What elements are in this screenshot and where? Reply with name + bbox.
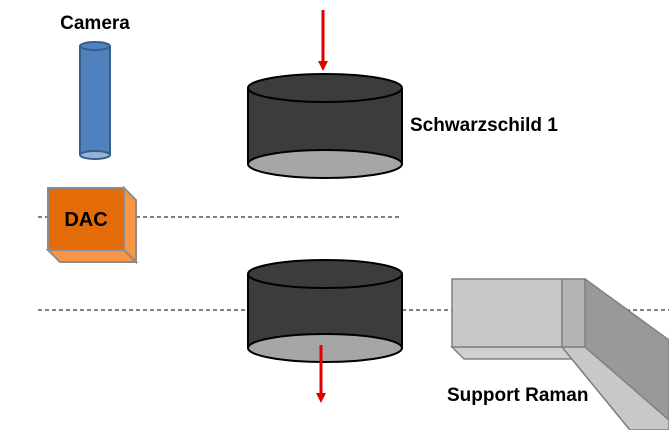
dac-front-face <box>47 187 125 251</box>
upper-lens-top <box>247 73 403 103</box>
camera-label: Camera <box>60 13 130 34</box>
schwarzschild-label: Schwarzschild 1 <box>410 115 558 136</box>
dac-label: DAC <box>64 209 107 231</box>
camera-cylinder <box>79 41 111 160</box>
dac-cube <box>45 185 139 265</box>
camera-bottom-ellipse <box>79 150 111 160</box>
schwarzschild-lower-lens <box>247 259 403 363</box>
lower-lens-top <box>247 259 403 289</box>
support-bottom-face <box>450 346 576 360</box>
upper-lens-bottom <box>247 149 403 179</box>
camera-body <box>80 46 110 155</box>
dac-bottom-face <box>45 249 139 263</box>
camera-top-ellipse <box>79 41 111 51</box>
support-raman-label: Support Raman <box>447 385 588 406</box>
support-end-face <box>561 278 586 348</box>
schwarzschild-upper-lens <box>247 73 403 179</box>
support-raman-block <box>450 277 669 430</box>
lower-lens-bottom <box>247 333 403 363</box>
support-front-face <box>451 278 563 348</box>
